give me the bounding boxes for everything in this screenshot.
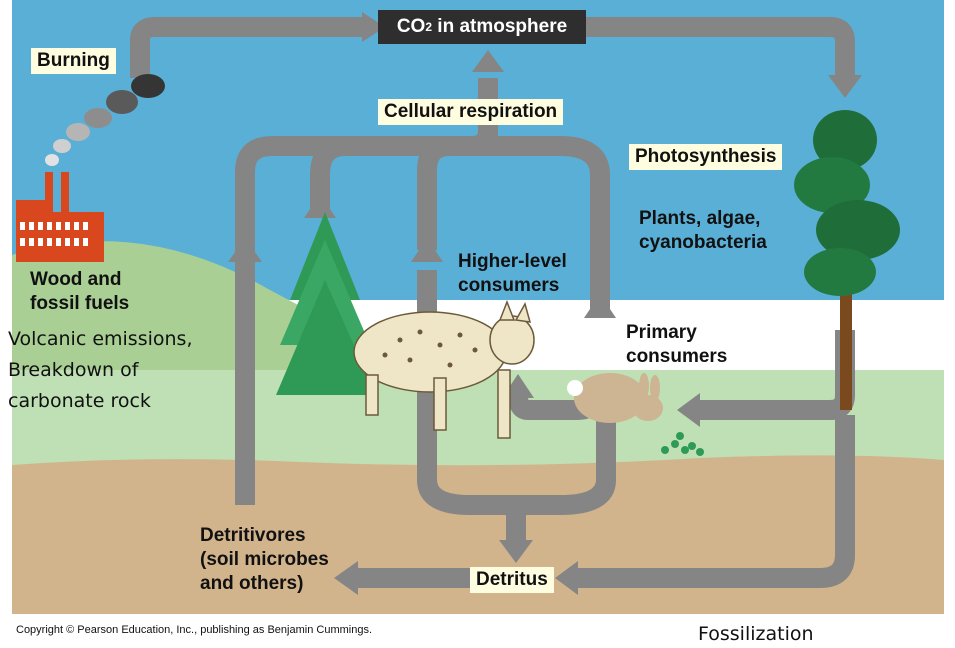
detritivore-left-arrowhead — [334, 561, 358, 595]
detritivores-line-2: (soil microbes — [200, 549, 329, 570]
fossilization-label: Fossilization — [698, 623, 814, 645]
wood-fossil-fuels-label: Wood and fossil fuels — [30, 268, 129, 316]
tree-to-detritus-path — [575, 415, 855, 588]
detritus-label: Detritus — [470, 567, 554, 593]
pine-tree-icon — [276, 212, 376, 395]
primary-line-1: Primary — [626, 322, 697, 343]
primary-consumers-label: Primary consumers — [626, 321, 727, 369]
rabbit-icon — [567, 373, 663, 423]
burning-arrowhead — [362, 12, 385, 42]
burning-arrow-path — [130, 17, 365, 78]
wood-line-2: fossil fuels — [30, 293, 130, 314]
factory-icon — [16, 172, 104, 262]
volcanic-line-1: Volcanic emissions, — [8, 328, 193, 350]
consumer-respiration-path — [417, 136, 610, 315]
photosynthesis-label: Photosynthesis — [629, 144, 783, 170]
burning-label: Burning — [31, 48, 116, 74]
plant-respiration-path — [310, 136, 346, 210]
plants-line-1: Plants, algae, — [639, 208, 761, 229]
smoke-icon — [45, 74, 165, 166]
detritivore-up-arrowhead — [228, 238, 262, 262]
primary-consumer-arrowhead — [677, 393, 700, 427]
detritivores-label: Detritivores (soil microbes and others) — [200, 524, 329, 596]
detritus-down-arrowhead — [499, 540, 533, 563]
primary-line-2: consumers — [626, 346, 728, 367]
higher-level-consumers-label: Higher-level consumers — [458, 250, 567, 298]
tall-tree-icon — [794, 110, 900, 410]
co2-subscript: 2 — [425, 20, 433, 34]
detritus-left-arrowhead — [555, 561, 578, 595]
atmosphere-to-tree-arrow-path — [586, 17, 855, 78]
detritivores-line-1: Detritivores — [200, 525, 306, 546]
volcanic-line-2: Breakdown of — [8, 359, 139, 381]
wood-line-1: Wood and — [30, 269, 122, 290]
small-plant-icon — [661, 432, 704, 456]
atmosphere-arrowhead — [472, 50, 504, 72]
detritivores-line-3: and others) — [200, 573, 304, 594]
higher-line-2: consumers — [458, 275, 560, 296]
plant-up-arrowhead — [304, 194, 336, 218]
copyright-text: Copyright © Pearson Education, Inc., pub… — [16, 624, 373, 636]
higher-line-1: Higher-level — [458, 251, 567, 272]
primary-up-arrowhead — [584, 294, 616, 318]
consumer-up-arrowhead — [411, 238, 443, 262]
tree-arrowhead — [828, 75, 862, 98]
arrow-group — [130, 17, 855, 588]
to-detritus-path — [417, 270, 616, 545]
bobcat-icon — [353, 299, 535, 439]
plants-label: Plants, algae, cyanobacteria — [639, 207, 767, 255]
bottom-border — [12, 614, 944, 617]
volcanic-emissions-label: Volcanic emissions, Breakdown of carbona… — [8, 324, 192, 417]
co2-prefix: CO — [396, 16, 426, 37]
plants-line-2: cyanobacteria — [639, 232, 767, 253]
volcanic-line-3: carbonate rock — [8, 390, 151, 412]
cellular-respiration-label: Cellular respiration — [378, 99, 564, 125]
co2-suffix: in atmosphere — [432, 16, 568, 37]
